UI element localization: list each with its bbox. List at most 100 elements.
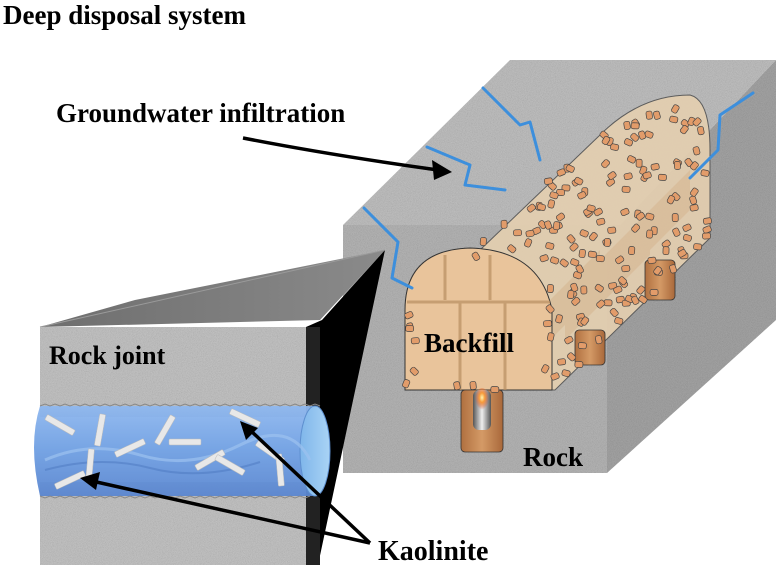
pellet bbox=[666, 195, 676, 205]
kaolinite-plate bbox=[154, 414, 176, 446]
pellet bbox=[642, 171, 652, 180]
pellet bbox=[689, 187, 699, 197]
bentonite-pellets bbox=[402, 104, 712, 394]
kaolinite-arrow-1 bbox=[80, 472, 371, 545]
pellet bbox=[692, 117, 702, 127]
pellet bbox=[595, 255, 605, 263]
pellet bbox=[601, 159, 611, 169]
pellet bbox=[689, 195, 698, 205]
rock-joint-upper bbox=[40, 327, 306, 417]
pellet bbox=[561, 184, 571, 192]
pellet bbox=[623, 138, 634, 147]
pellet bbox=[606, 177, 616, 187]
pellet bbox=[662, 246, 670, 256]
rock-joint-label: Rock joint bbox=[49, 341, 166, 370]
pellet bbox=[689, 204, 699, 212]
zoom-prism bbox=[39, 249, 386, 565]
canister-front bbox=[460, 388, 504, 453]
pellet bbox=[630, 132, 640, 142]
pellet bbox=[500, 219, 508, 229]
pellet bbox=[555, 314, 563, 324]
pellet bbox=[635, 158, 643, 168]
groundwater-arrow bbox=[242, 136, 452, 180]
pellet bbox=[650, 163, 660, 171]
rock-label: Rock bbox=[523, 442, 583, 472]
pellet bbox=[596, 299, 606, 309]
pellet bbox=[524, 238, 533, 248]
pellet bbox=[671, 104, 680, 114]
groundwater-cracks bbox=[362, 86, 755, 290]
pellet bbox=[453, 381, 461, 391]
tunnel-front-blocks bbox=[407, 255, 550, 390]
pellet bbox=[559, 258, 569, 268]
pellet bbox=[669, 264, 677, 274]
pellet bbox=[549, 191, 559, 200]
pellet bbox=[543, 320, 553, 328]
pellet bbox=[541, 364, 550, 374]
pellet bbox=[513, 229, 522, 237]
pellet bbox=[539, 254, 549, 263]
pellet bbox=[669, 115, 679, 124]
pellet bbox=[479, 237, 487, 246]
pellet bbox=[545, 242, 555, 250]
pellet bbox=[586, 204, 596, 213]
kaolinite-plate bbox=[54, 470, 86, 490]
pellet bbox=[615, 255, 625, 265]
arrows bbox=[80, 136, 452, 545]
pellet bbox=[579, 229, 589, 238]
pellet bbox=[550, 256, 560, 265]
pellet bbox=[587, 250, 597, 259]
pellet bbox=[544, 220, 553, 230]
pellet bbox=[561, 369, 571, 378]
pellet bbox=[404, 311, 414, 320]
prism-side bbox=[306, 250, 385, 565]
pellet bbox=[607, 226, 617, 234]
crack-4 bbox=[688, 91, 755, 180]
pellet bbox=[574, 176, 584, 186]
pellet bbox=[572, 271, 583, 280]
pellet bbox=[682, 233, 693, 242]
pellet bbox=[580, 285, 588, 295]
pellet bbox=[507, 244, 517, 254]
pellet bbox=[525, 229, 535, 238]
pellet bbox=[526, 203, 536, 213]
pellet bbox=[608, 282, 618, 290]
pellet bbox=[550, 372, 560, 381]
kaolinite-plate bbox=[44, 414, 76, 436]
pellet bbox=[658, 173, 667, 181]
pellet bbox=[621, 264, 631, 273]
rock-right-face bbox=[607, 60, 776, 473]
pellet bbox=[673, 161, 681, 170]
pellet bbox=[702, 217, 712, 225]
pellet bbox=[613, 285, 623, 294]
pellet bbox=[469, 381, 477, 390]
pellet bbox=[661, 239, 671, 249]
crack-3 bbox=[362, 206, 414, 290]
pellet bbox=[631, 295, 640, 305]
pellet bbox=[649, 289, 659, 296]
pellet bbox=[628, 246, 636, 255]
kaolinite-plate bbox=[229, 408, 261, 428]
pellet bbox=[620, 207, 630, 217]
pellet bbox=[702, 225, 712, 234]
pellet bbox=[410, 337, 420, 345]
pellet bbox=[689, 161, 699, 171]
pellet bbox=[677, 249, 687, 258]
pellet bbox=[603, 238, 611, 247]
pellet bbox=[555, 212, 566, 222]
pellet bbox=[653, 110, 661, 120]
pellet bbox=[653, 266, 662, 276]
pellet bbox=[405, 325, 415, 333]
pellet bbox=[557, 358, 567, 366]
pellet bbox=[593, 207, 603, 217]
pellet bbox=[566, 352, 576, 362]
pellet bbox=[574, 361, 584, 368]
pellet bbox=[536, 203, 547, 212]
pellet bbox=[646, 229, 654, 239]
pellet bbox=[635, 211, 646, 221]
backfill-label: Backfill bbox=[424, 328, 515, 358]
pellet bbox=[596, 217, 606, 226]
tunnel-front-arch bbox=[404, 247, 553, 391]
pellet bbox=[609, 307, 619, 317]
pellet bbox=[682, 223, 692, 232]
